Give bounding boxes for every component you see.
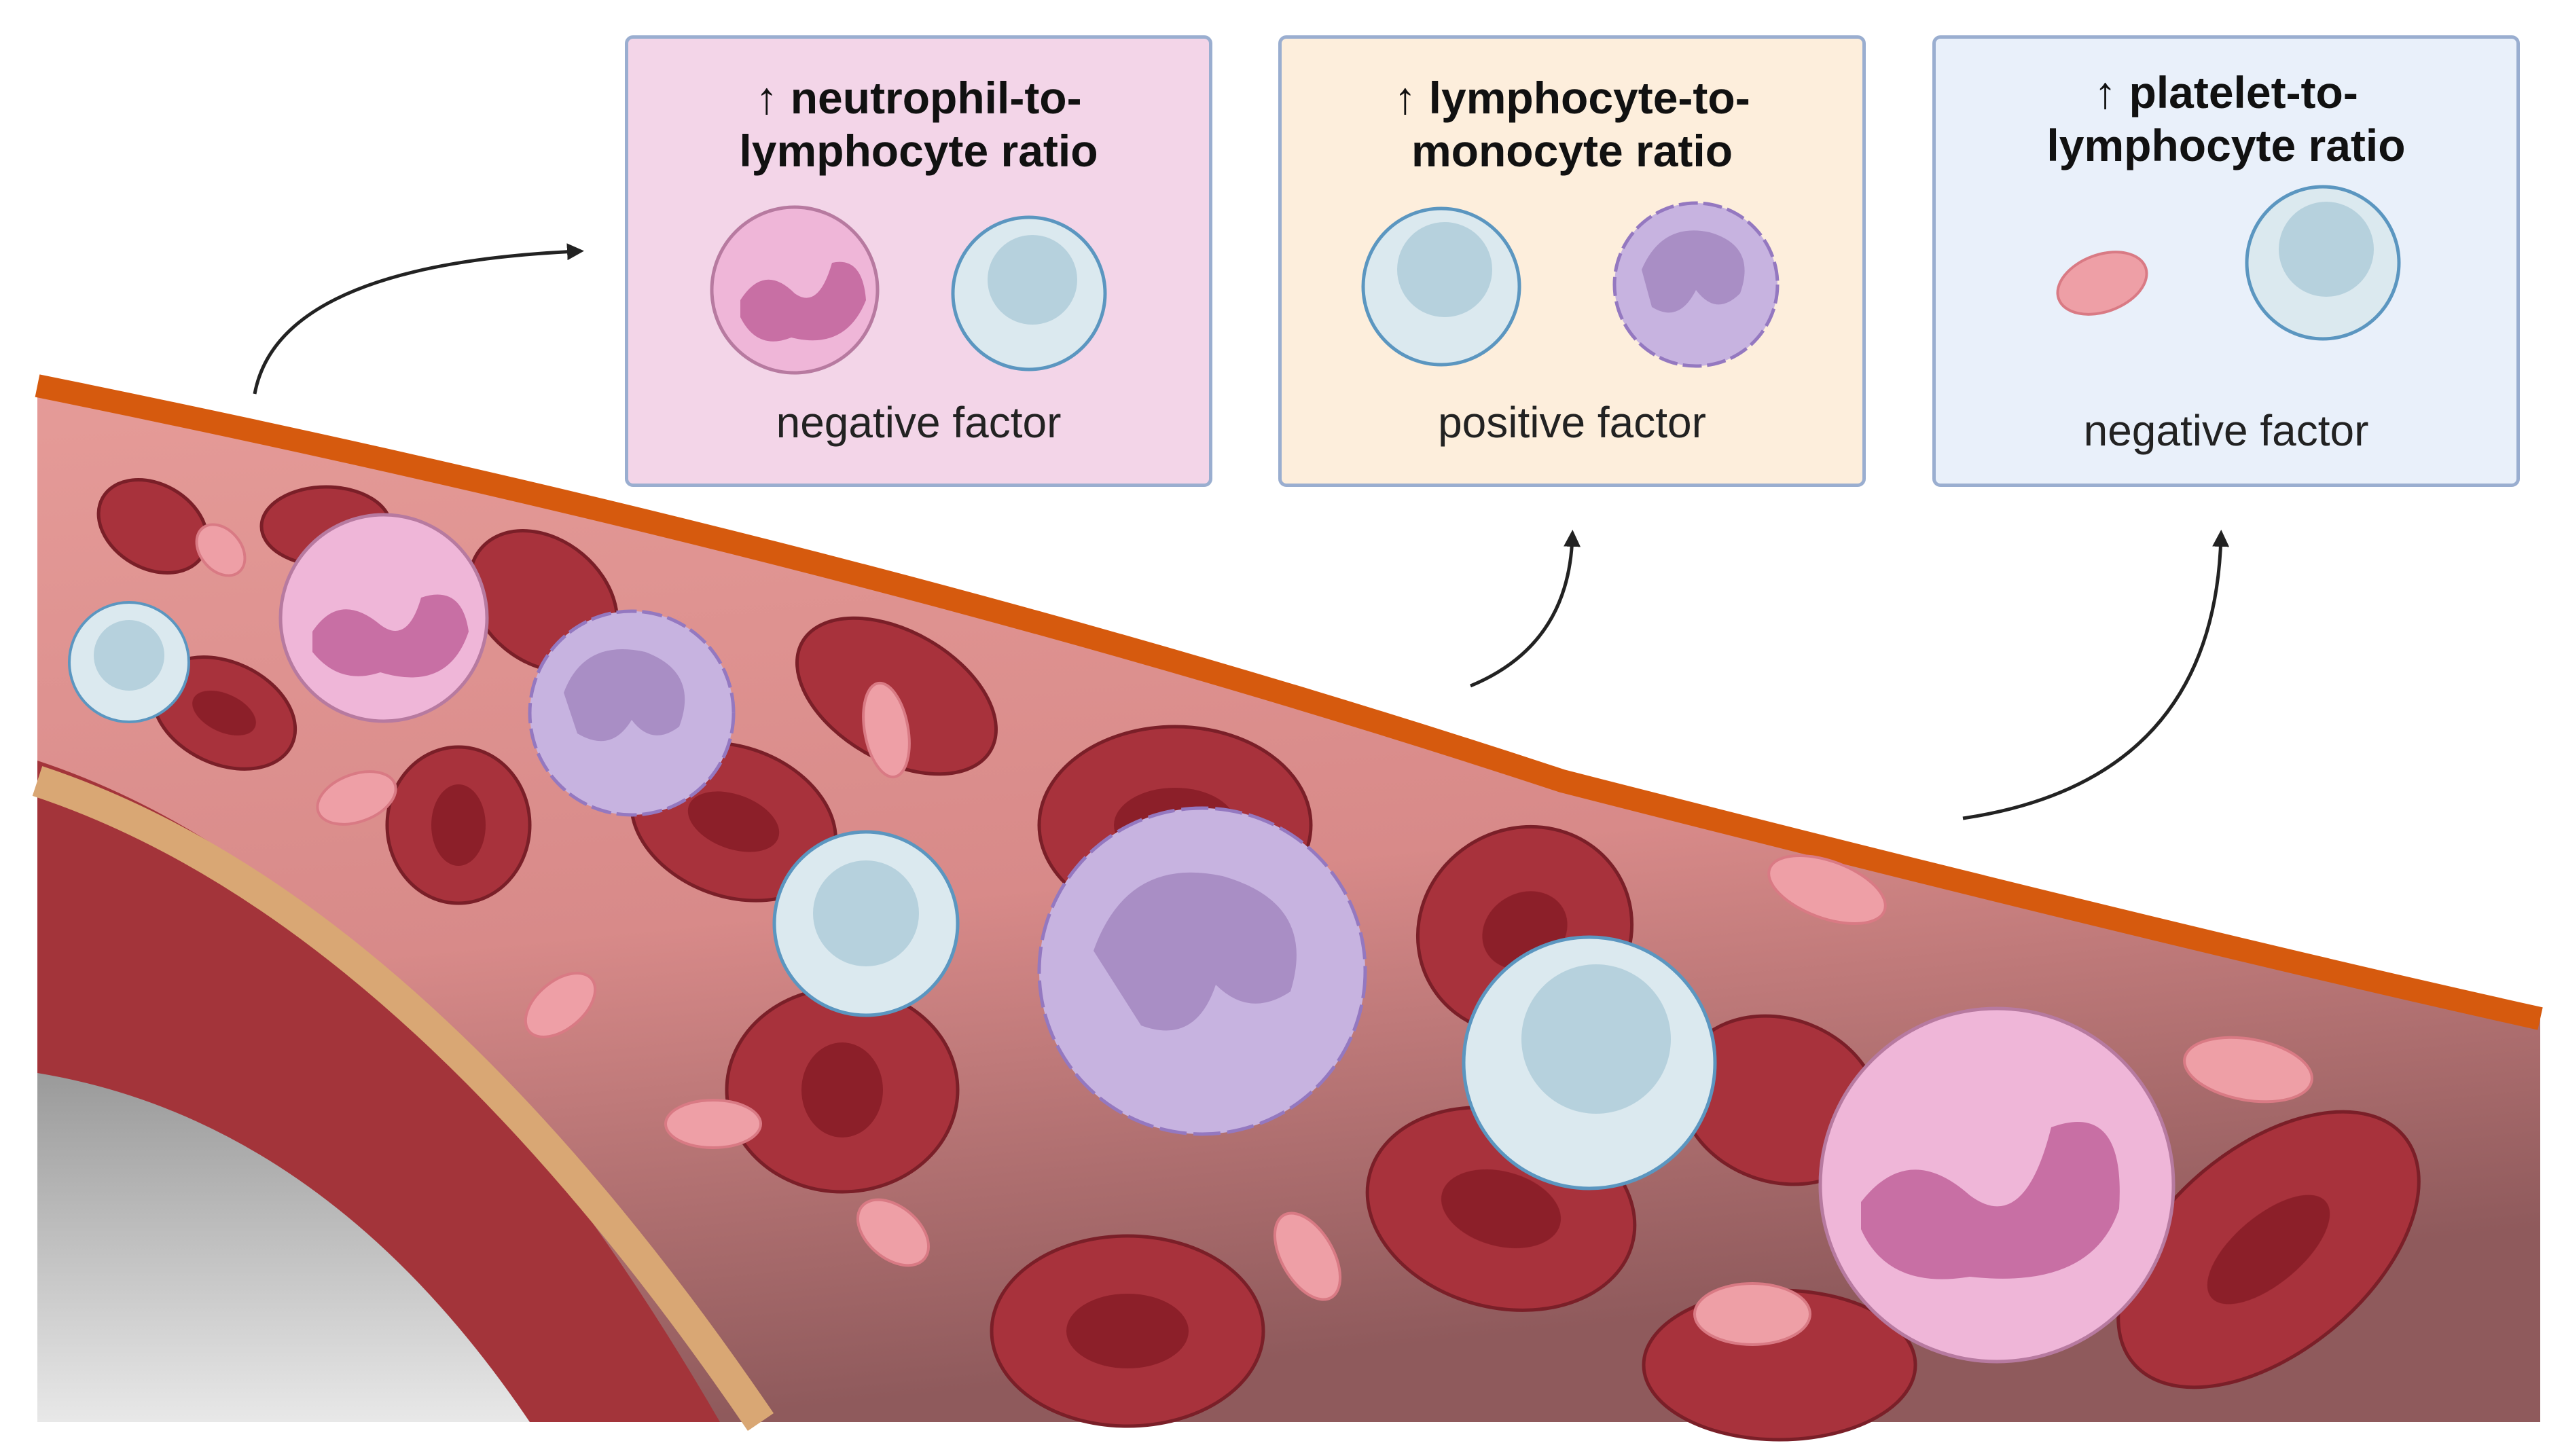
lmr-card: ↑ lymphocyte-to- monocyte ratio positive… xyxy=(1278,35,1866,487)
nlr-card: ↑ neutrophil-to- lymphocyte ratio negati… xyxy=(625,35,1212,487)
lmr-card-cells xyxy=(1361,201,1780,368)
arrow-to-plr xyxy=(1962,530,2230,820)
neutrophil-cell-icon xyxy=(710,205,880,375)
nlr-title-line1: neutrophil-to- xyxy=(790,73,1082,123)
plr-card-cells xyxy=(2056,185,2401,341)
lymphocyte xyxy=(1462,935,1717,1190)
rbc-dimples xyxy=(192,690,2330,1368)
plr-card: ↑ platelet-to- lymphocyte ratio negative… xyxy=(1932,35,2520,487)
monocytes xyxy=(528,609,1367,1136)
platelet xyxy=(862,681,911,779)
platelet xyxy=(195,523,247,577)
up-arrow-icon: ↑ xyxy=(1394,73,1417,123)
platelet-cell-icon xyxy=(2056,251,2148,316)
platelets xyxy=(195,523,2313,1346)
plr-card-title: ↑ platelet-to- lymphocyte ratio xyxy=(1936,66,2516,172)
plr-title-line1: platelet-to- xyxy=(2129,67,2358,117)
plr-title-line2: lymphocyte ratio xyxy=(2046,120,2406,170)
nlr-factor-label: negative factor xyxy=(776,398,1062,447)
vessel-tan-layer xyxy=(32,766,774,1431)
lymphocytes xyxy=(68,601,1717,1190)
lymphocyte-cell-icon xyxy=(1361,206,1521,367)
plr-factor-label: negative factor xyxy=(2083,406,2369,455)
lmr-title-line1: lymphocyte-to- xyxy=(1428,73,1750,123)
platelet xyxy=(1693,1282,1811,1346)
nlr-title-line2: lymphocyte ratio xyxy=(739,126,1098,176)
lymphocyte-cell-icon xyxy=(951,215,1107,371)
monocyte-cell-icon xyxy=(1612,201,1780,368)
lmr-factor-label: positive factor xyxy=(1438,398,1706,447)
up-arrow-icon: ↑ xyxy=(755,73,778,123)
lmr-card-title: ↑ lymphocyte-to- monocyte ratio xyxy=(1282,71,1862,177)
platelet xyxy=(1273,1212,1342,1301)
up-arrow-icon: ↑ xyxy=(2094,67,2117,117)
nlr-card-cells xyxy=(710,205,1107,375)
lymphocyte-cell-icon xyxy=(2245,185,2401,341)
neutrophil xyxy=(1818,1006,2175,1364)
lymphocyte xyxy=(772,830,960,1017)
monocyte xyxy=(528,609,736,817)
platelet xyxy=(856,1198,931,1267)
arrow-to-nlr xyxy=(253,243,584,395)
neutrophils xyxy=(278,513,2175,1364)
vessel-wall xyxy=(35,374,2543,1030)
lymphocyte xyxy=(68,601,190,723)
platelet xyxy=(524,972,597,1038)
neutrophil xyxy=(278,513,489,723)
platelet xyxy=(1767,854,1887,926)
vessel-gray-layer xyxy=(37,1073,530,1422)
nlr-card-title: ↑ neutrophil-to- lymphocyte ratio xyxy=(628,71,1209,177)
lmr-title-line2: monocyte ratio xyxy=(1411,126,1733,176)
platelet xyxy=(664,1099,762,1149)
platelet xyxy=(2183,1036,2313,1104)
arrow-to-lmr xyxy=(1470,530,1581,688)
platelet xyxy=(316,770,397,826)
monocyte xyxy=(1037,806,1367,1136)
